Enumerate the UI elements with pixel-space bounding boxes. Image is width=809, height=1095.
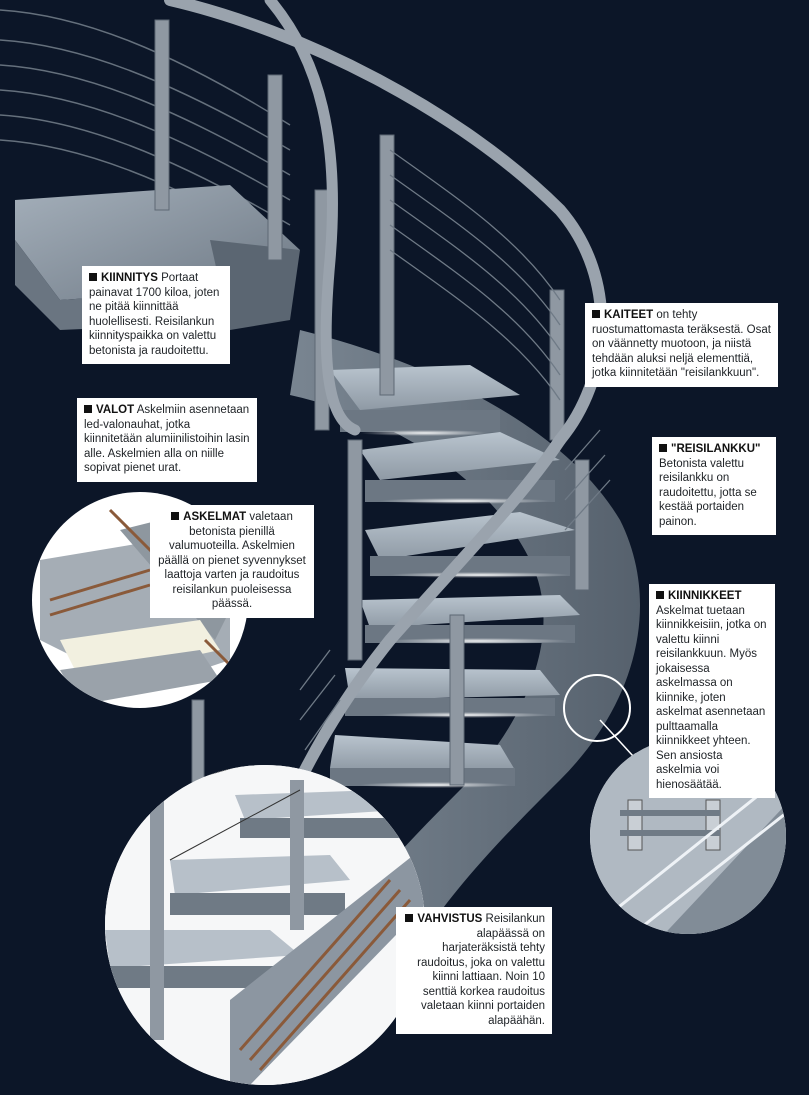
background-cables [0, 9, 291, 251]
cable-infill [299, 149, 611, 751]
label-body: on tehty ruostumattomasta teräksestä. Os… [592, 309, 771, 379]
label-title: KAITEET [604, 309, 654, 321]
step [360, 432, 560, 504]
label-vahvistus: VAHVISTUS Reisilankun alapäässä on harja… [396, 907, 552, 1034]
label-body: Reisilankun alapäässä on harjateräksistä… [417, 913, 545, 1027]
label-body: Askelmiin asennetaan led-valonauhat, jot… [84, 404, 250, 474]
label-body: valetaan betonista pienillä valumuoteill… [158, 511, 306, 610]
label-title: KIINNITYS [101, 272, 158, 284]
label-title: VAHVISTUS [417, 913, 483, 925]
bullet-square [84, 405, 92, 413]
step [365, 512, 575, 578]
step [330, 365, 520, 436]
label-kiinnikkeet: KIINNIKKEET Askelmat tuetaan kiinnikkeis… [649, 584, 775, 798]
bullet-square [656, 591, 664, 599]
label-body: Portaat painavat 1700 kiloa, joten ne pi… [89, 272, 220, 357]
bullet-square [405, 914, 414, 922]
bullet-square [592, 310, 600, 318]
bullet-square [171, 512, 180, 520]
label-valot: VALOT Askelmiin asennetaan led-valonauha… [77, 398, 257, 482]
label-title: KIINNIKKEET [668, 590, 742, 602]
label-reisilankku: "REISILANKKU" Betonista valettu reisilan… [652, 437, 776, 535]
label-title: ASKELMAT [183, 511, 247, 523]
bullet-square [89, 273, 97, 281]
label-title: VALOT [96, 404, 135, 416]
detail-circle-vahvistus [105, 765, 425, 1085]
label-title: "REISILANKKU" [671, 443, 761, 455]
step [330, 735, 515, 788]
stringer [250, 330, 640, 1060]
label-kaiteet: KAITEET on tehty ruostumattomasta teräks… [585, 303, 778, 387]
label-kiinnitys: KIINNITYS Portaat painavat 1700 kiloa, j… [82, 266, 230, 364]
label-body: Askelmat tuetaan kiinnikkeisiin, jotka o… [656, 604, 767, 791]
label-askelmat: ASKELMAT valetaan betonista pienillä val… [150, 505, 314, 618]
label-body: Betonista valettu reisilankku on raudoit… [659, 457, 757, 528]
bullet-square [659, 444, 667, 452]
